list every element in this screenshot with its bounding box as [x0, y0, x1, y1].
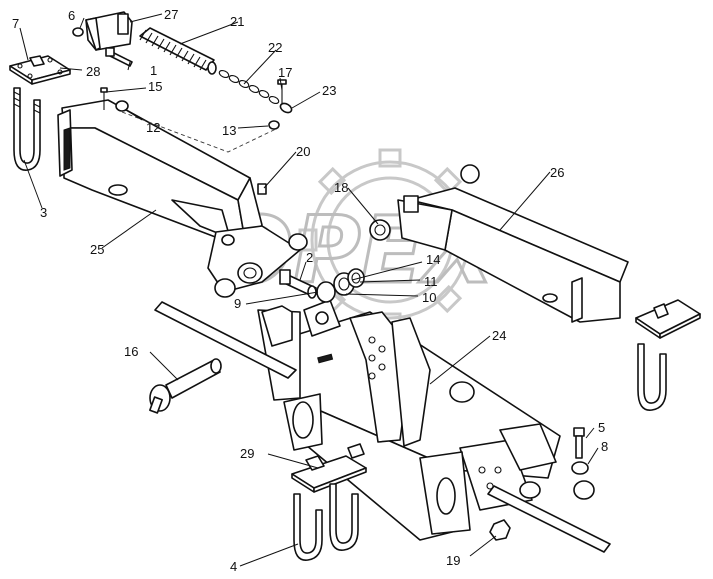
callout-27: 27 — [164, 7, 178, 22]
part-9-washer — [316, 281, 336, 303]
part-25-left-arm — [57, 99, 308, 298]
callout-6: 6 — [68, 8, 75, 23]
callout-8: 8 — [601, 439, 608, 454]
callout-26: 26 — [550, 165, 564, 180]
callout-12: 12 — [146, 120, 160, 135]
frame-slot — [317, 353, 334, 364]
callout-18: 18 — [334, 180, 348, 195]
callout-14: 14 — [426, 252, 440, 267]
callout-5: 5 — [598, 420, 605, 435]
callout-28: 28 — [86, 64, 100, 79]
callout-19: 19 — [446, 553, 460, 568]
callout-4: 4 — [230, 559, 237, 574]
callout-23: 23 — [322, 83, 336, 98]
part-8-bushing — [571, 461, 589, 475]
part-13-ring — [268, 120, 280, 130]
part-27-bracket — [72, 11, 133, 51]
leader-lines — [19, 13, 599, 567]
callout-1: 1 — [150, 63, 157, 78]
flat-strap-right — [487, 485, 611, 553]
callout-17: 17 — [278, 65, 292, 80]
part-3-u-bolt — [13, 87, 41, 171]
callout-11: 11 — [424, 274, 438, 289]
part-28-plate — [9, 55, 71, 85]
part-22-chain — [218, 70, 280, 104]
callout-2: 2 — [306, 250, 313, 265]
callout-16: 16 — [124, 344, 138, 359]
callout-15: 15 — [148, 79, 162, 94]
part-24-main-frame — [257, 299, 561, 541]
callout-24: 24 — [492, 328, 506, 343]
callout-21: 21 — [230, 14, 244, 29]
part-12-washer — [115, 100, 129, 112]
part-4-u-bolt — [293, 483, 359, 561]
part-17-bolt — [277, 79, 287, 104]
part-15-pin-head — [100, 87, 108, 93]
callout-7: 7 — [12, 16, 19, 31]
part-11-washer — [347, 268, 365, 288]
callout-13: 13 — [222, 123, 236, 138]
part-26-right-arm — [369, 164, 629, 323]
part-5-bolt — [573, 427, 585, 459]
callout-29: 29 — [240, 446, 254, 461]
callout-22: 22 — [268, 40, 282, 55]
part-1-bolt — [105, 47, 133, 67]
callout-20: 20 — [296, 144, 310, 159]
callout-3: 3 — [40, 205, 47, 220]
callout-10: 10 — [422, 290, 436, 305]
flat-strap — [154, 301, 297, 379]
callout-25: 25 — [90, 242, 104, 257]
bushing-sleeve — [573, 480, 595, 500]
part-19-nut — [489, 519, 511, 541]
part-21-spring — [139, 27, 217, 75]
assembly-path — [121, 111, 279, 153]
part-10-washer-hole — [338, 277, 350, 291]
callout-9: 9 — [234, 296, 241, 311]
callout-labels: 1 2 3 4 5 6 7 8 9 10 11 12 13 14 15 16 1… — [12, 7, 608, 574]
part-23-shackle — [279, 102, 293, 114]
part-16-pin — [149, 358, 222, 414]
part-2-bolt — [279, 269, 317, 299]
right-plate-assembly — [635, 299, 701, 411]
part-29-plate — [291, 443, 367, 493]
